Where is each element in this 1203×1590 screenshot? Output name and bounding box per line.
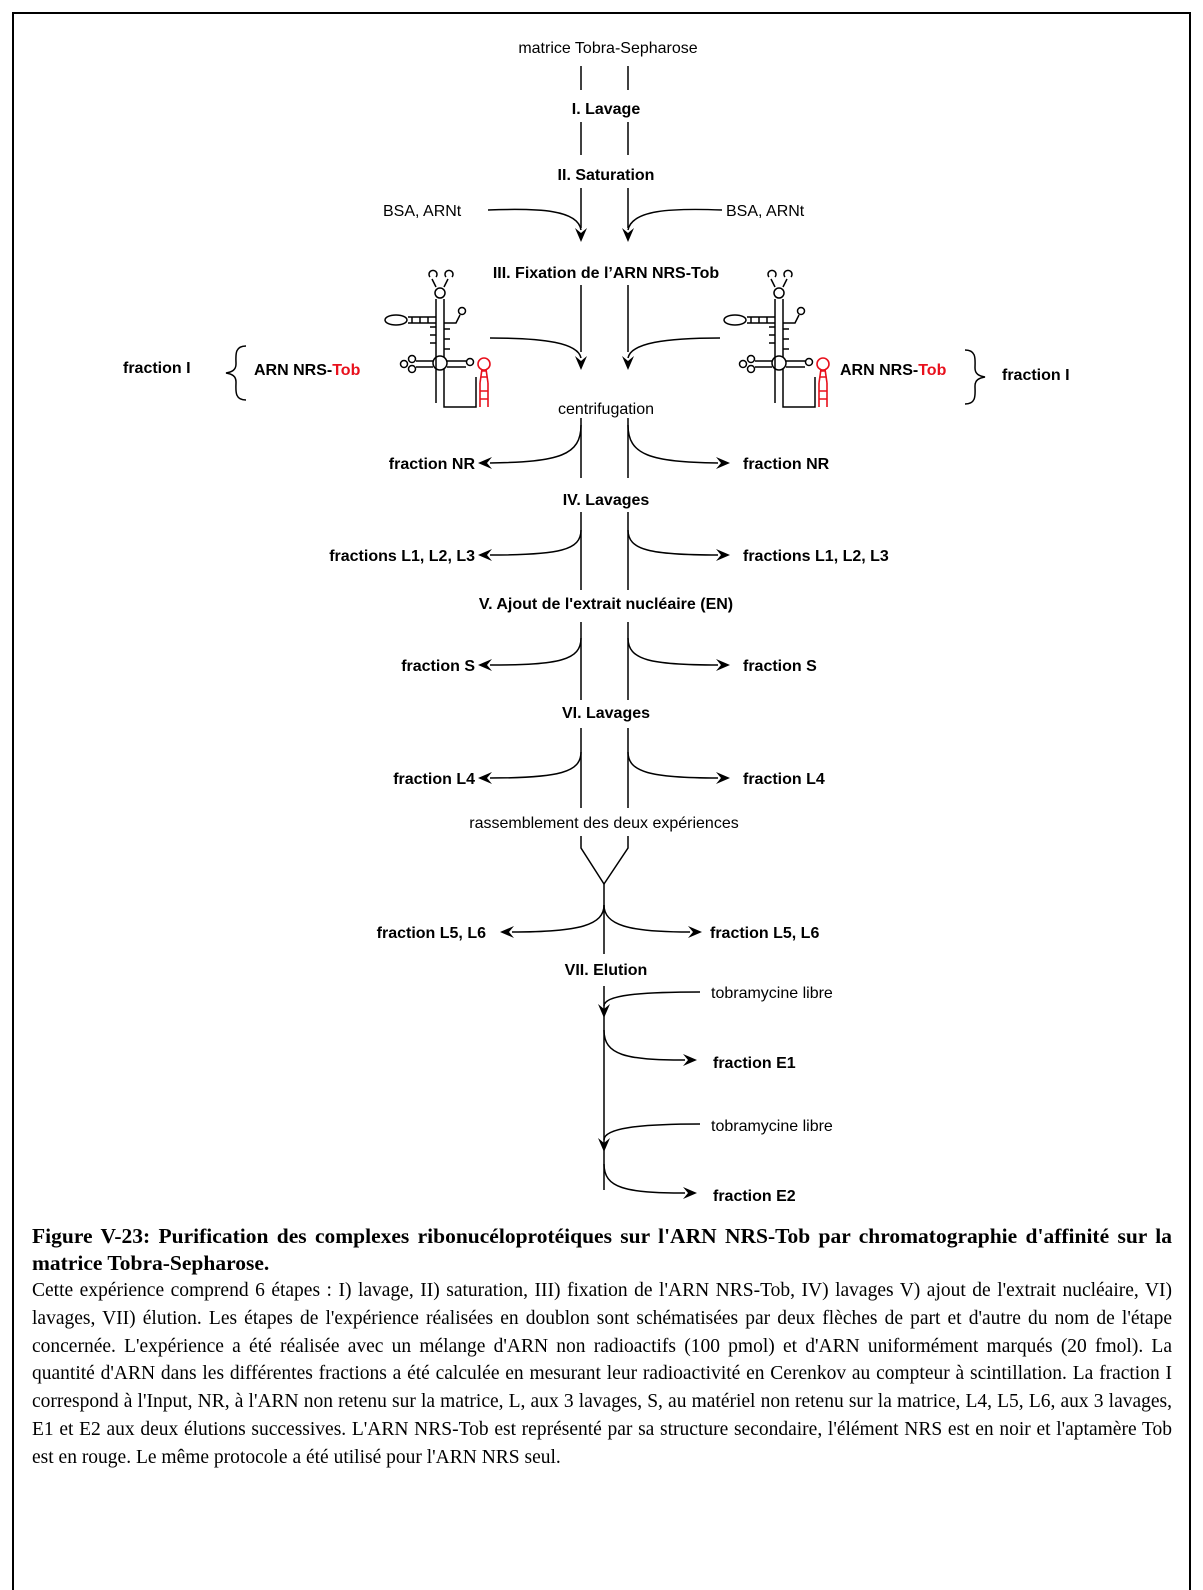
bsa-label-right: BSA, ARNt bbox=[726, 203, 805, 220]
fraction-l56-right: fraction L5, L6 bbox=[710, 925, 819, 942]
fraction-e1: fraction E1 bbox=[713, 1055, 796, 1072]
step-4-label: IV. Lavages bbox=[563, 492, 650, 509]
arrowhead-down-icon bbox=[598, 1138, 610, 1152]
arrowhead-right-icon bbox=[716, 549, 730, 561]
arrowhead-down-icon bbox=[622, 356, 634, 370]
fraction-l56-left: fraction L5, L6 bbox=[377, 925, 486, 942]
right-stem bbox=[603, 66, 629, 885]
nr-arrow-left bbox=[489, 424, 582, 464]
l4-arrow-right bbox=[627, 751, 719, 779]
tobramycine-label-2: tobramycine libre bbox=[711, 1118, 833, 1135]
merge-label: rassemblement des deux expériences bbox=[469, 815, 738, 832]
fraction-s-left: fraction S bbox=[401, 658, 475, 675]
arrowhead-down-icon bbox=[575, 228, 587, 242]
purification-diagram: matrice Tobra-Sepharose I. Lavage II. Sa… bbox=[123, 40, 1070, 1205]
e2-arrow bbox=[603, 1163, 686, 1194]
arrowhead-left-icon bbox=[478, 549, 492, 561]
rna-structure-left bbox=[384, 269, 491, 408]
brace-right-icon bbox=[964, 349, 986, 405]
fraction-s-right: fraction S bbox=[743, 658, 817, 675]
arrowhead-right-icon bbox=[716, 457, 730, 469]
step-7-label: VII. Elution bbox=[565, 962, 648, 979]
step-5-label: V. Ajout de l'extrait nucléaire (EN) bbox=[479, 596, 733, 613]
rna-label-right: ARN NRS-Tob bbox=[840, 362, 947, 379]
arrowhead-right-icon bbox=[716, 772, 730, 784]
caption-title: Figure V-23: Purification des complexes … bbox=[32, 1224, 1172, 1275]
figure-frame bbox=[12, 12, 1191, 1590]
arrowhead-left-icon bbox=[478, 457, 492, 469]
arrowhead-down-icon bbox=[598, 1004, 610, 1018]
arrowhead-left-icon bbox=[478, 772, 492, 784]
fractions-l123-left: fractions L1, L2, L3 bbox=[329, 548, 475, 565]
fraction-i-left: fraction I bbox=[123, 360, 191, 377]
left-stem bbox=[580, 66, 605, 885]
fraction-i-right: fraction I bbox=[1002, 367, 1070, 384]
l4-arrow-left bbox=[489, 751, 582, 779]
fraction-e2: fraction E2 bbox=[713, 1188, 796, 1205]
bsa-label-left: BSA, ARNt bbox=[383, 203, 462, 220]
fraction-nr-right: fraction NR bbox=[743, 456, 830, 473]
brace-left-icon bbox=[225, 345, 247, 401]
l56-arrow-left bbox=[511, 904, 605, 933]
fraction-l4-right: fraction L4 bbox=[743, 771, 825, 788]
arrowhead-right-icon bbox=[716, 659, 730, 671]
arrowhead-left-icon bbox=[478, 659, 492, 671]
fraction-nr-left: fraction NR bbox=[389, 456, 476, 473]
arrowhead-right-icon bbox=[688, 926, 702, 938]
arrowhead-right-icon bbox=[683, 1187, 697, 1199]
rna-arrow-left bbox=[489, 337, 582, 359]
l123-arrow-right bbox=[627, 529, 719, 556]
l56-arrow-right bbox=[603, 904, 691, 933]
tobramycine-arrow-2 bbox=[603, 1123, 701, 1141]
e1-arrow bbox=[603, 1029, 686, 1061]
step-6-label: VI. Lavages bbox=[562, 705, 650, 722]
bsa-arrow-left bbox=[487, 208, 582, 231]
fractions-l123-right: fractions L1, L2, L3 bbox=[743, 548, 889, 565]
rna-label-left: ARN NRS-Tob bbox=[254, 362, 361, 379]
fraction-l4-left: fraction L4 bbox=[393, 771, 475, 788]
arrowhead-down-icon bbox=[575, 356, 587, 370]
tobramycine-arrow-1 bbox=[603, 991, 701, 1007]
s-arrow-left bbox=[489, 637, 582, 666]
figure-caption: Figure V-23: Purification des complexes … bbox=[32, 1223, 1172, 1472]
step-3-label: III. Fixation de l’ARN NRS-Tob bbox=[493, 265, 720, 282]
rna-structure-right bbox=[723, 269, 830, 408]
centrifugation-label: centrifugation bbox=[558, 401, 654, 418]
matrix-label: matrice Tobra-Sepharose bbox=[518, 40, 697, 57]
l123-arrow-left bbox=[489, 529, 582, 556]
arrowhead-left-icon bbox=[500, 926, 514, 938]
nr-arrow-right bbox=[627, 424, 719, 464]
bsa-arrow-right bbox=[627, 208, 723, 231]
step-2-label: II. Saturation bbox=[558, 167, 655, 184]
rna-arrow-right bbox=[627, 337, 721, 359]
tobramycine-label-1: tobramycine libre bbox=[711, 985, 833, 1002]
arrowhead-right-icon bbox=[683, 1054, 697, 1066]
s-arrow-right bbox=[627, 637, 719, 666]
step-1-label: I. Lavage bbox=[572, 101, 641, 118]
caption-body: Cette expérience comprend 6 étapes : I) … bbox=[32, 1280, 1172, 1468]
arrowhead-down-icon bbox=[622, 228, 634, 242]
